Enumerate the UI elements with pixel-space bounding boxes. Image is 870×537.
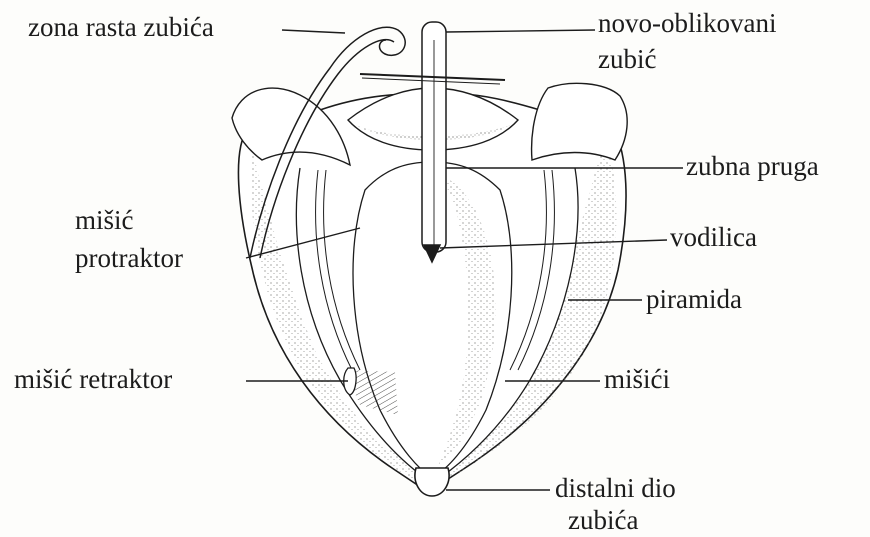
- leader-zona: [282, 30, 345, 33]
- right-rim-arch: [532, 83, 628, 160]
- label-zona-rasta-zubica: zona rasta zubića: [28, 12, 214, 42]
- label-misic-retraktor: mišić retraktor: [14, 364, 172, 394]
- label-distalni-dio-line1: distalni dio: [555, 473, 676, 503]
- label-novo-oblikovani-line2: zubić: [598, 44, 656, 74]
- label-piramida: piramida: [646, 284, 742, 314]
- label-misic-protraktor-line2: protraktor: [75, 243, 183, 273]
- label-misici: mišići: [604, 364, 670, 394]
- label-zubna-pruga: zubna pruga: [686, 151, 819, 181]
- leader-novo: [446, 30, 595, 32]
- label-novo-oblikovani-line1: novo-oblikovani: [598, 8, 776, 38]
- distal-tooth-tip: [415, 468, 449, 496]
- label-distalni-dio-line2: zubića: [568, 505, 638, 535]
- label-vodilica: vodilica: [670, 222, 757, 252]
- label-misic-protraktor-line1: mišić: [75, 205, 134, 235]
